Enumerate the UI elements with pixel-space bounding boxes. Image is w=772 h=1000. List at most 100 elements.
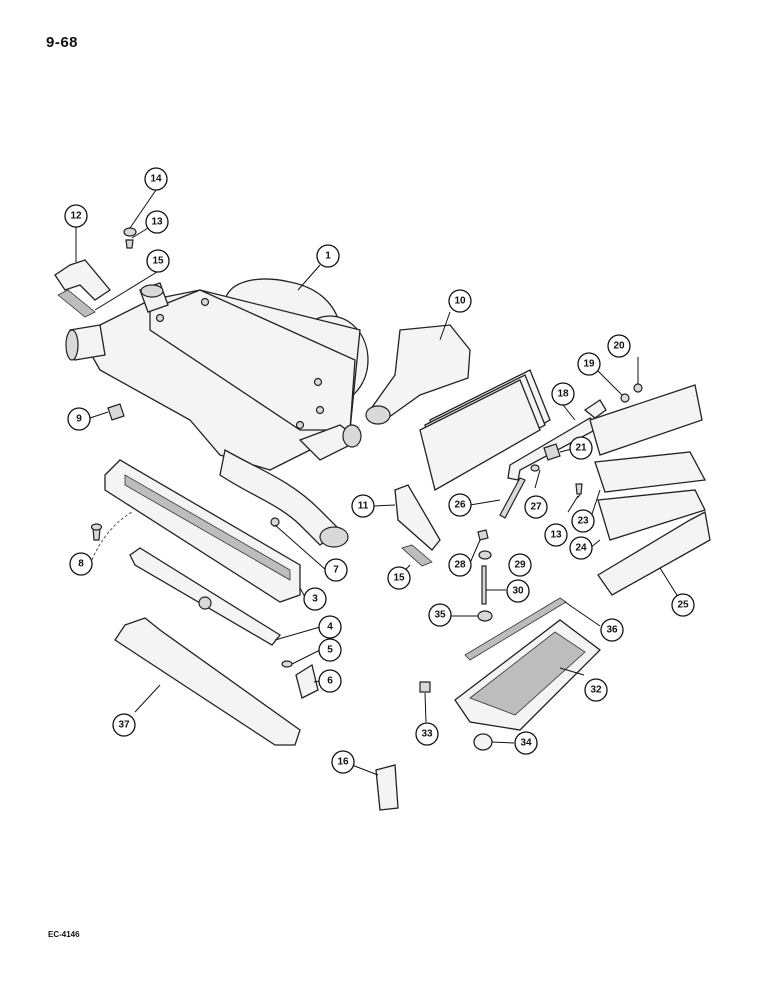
callout-37: 37 bbox=[112, 713, 136, 737]
svg-text:32: 32 bbox=[590, 685, 602, 696]
washer-part-5 bbox=[281, 660, 293, 668]
svg-text:3: 3 bbox=[312, 594, 318, 605]
duct-part-10 bbox=[369, 324, 471, 421]
panel-part-24 bbox=[597, 489, 706, 541]
callout-24: 24 bbox=[569, 536, 593, 560]
bolt-part-30 bbox=[481, 565, 487, 605]
callout-32: 32 bbox=[584, 678, 608, 702]
svg-text:30: 30 bbox=[512, 586, 524, 597]
callout-34: 34 bbox=[514, 731, 538, 755]
callout-27: 27 bbox=[524, 495, 548, 519]
callout-13-right: 13 bbox=[544, 523, 568, 547]
svg-text:18: 18 bbox=[557, 389, 569, 400]
svg-text:8: 8 bbox=[78, 559, 84, 570]
callout-5: 5 bbox=[318, 638, 342, 662]
svg-text:27: 27 bbox=[530, 502, 542, 513]
seal-part-36 bbox=[464, 597, 567, 661]
rod-part-26 bbox=[499, 477, 526, 519]
heater-housing-assembly bbox=[65, 278, 369, 548]
svg-text:28: 28 bbox=[454, 560, 466, 571]
callout-36: 36 bbox=[600, 618, 624, 642]
svg-text:4: 4 bbox=[327, 622, 333, 633]
svg-text:11: 11 bbox=[358, 501, 369, 512]
svg-text:26: 26 bbox=[454, 500, 466, 511]
screw-part-19 bbox=[620, 393, 630, 403]
nut-part-20 bbox=[633, 383, 643, 393]
svg-text:12: 12 bbox=[70, 211, 82, 222]
svg-text:13: 13 bbox=[550, 530, 562, 541]
strip-part-15-top bbox=[57, 289, 96, 318]
callout-12: 12 bbox=[64, 204, 88, 228]
vent-part-16 bbox=[375, 764, 399, 811]
callout-35: 35 bbox=[428, 603, 452, 627]
callout-19: 19 bbox=[577, 352, 601, 376]
svg-text:35: 35 bbox=[434, 610, 446, 621]
lower-housing-part-3 bbox=[104, 459, 301, 603]
callout-30: 30 bbox=[506, 579, 530, 603]
bracket-part-11 bbox=[394, 484, 441, 551]
svg-text:34: 34 bbox=[520, 738, 532, 749]
callout-1: 1 bbox=[316, 244, 340, 268]
reference-code: EC-4146 bbox=[48, 930, 80, 939]
svg-text:10: 10 bbox=[454, 296, 466, 307]
louvre-part-6 bbox=[295, 663, 319, 699]
callout-20: 20 bbox=[607, 334, 631, 358]
callout-8: 8 bbox=[69, 552, 93, 576]
heater-core bbox=[419, 369, 551, 491]
callout-7: 7 bbox=[324, 558, 348, 582]
svg-text:24: 24 bbox=[575, 543, 587, 554]
callout-3: 3 bbox=[303, 587, 327, 611]
callout-26: 26 bbox=[448, 493, 472, 517]
svg-text:29: 29 bbox=[514, 560, 526, 571]
callout-15-top: 15 bbox=[146, 249, 170, 273]
washer-part-35 bbox=[477, 610, 493, 622]
strip-part-15-lower bbox=[401, 544, 433, 567]
svg-text:21: 21 bbox=[575, 443, 587, 454]
washer-part-29 bbox=[478, 550, 492, 560]
svg-text:14: 14 bbox=[150, 174, 162, 185]
svg-text:23: 23 bbox=[577, 516, 589, 527]
block-part-21 bbox=[543, 443, 561, 461]
gasket-part-37 bbox=[114, 617, 301, 746]
callout-4: 4 bbox=[318, 615, 342, 639]
callout-23: 23 bbox=[571, 509, 595, 533]
callout-11: 11 bbox=[351, 494, 375, 518]
callout-16: 16 bbox=[331, 750, 355, 774]
svg-text:6: 6 bbox=[327, 676, 333, 687]
callout-28: 28 bbox=[448, 553, 472, 577]
callout-13-top: 13 bbox=[145, 210, 169, 234]
svg-text:9: 9 bbox=[76, 414, 82, 425]
svg-text:7: 7 bbox=[333, 565, 339, 576]
svg-text:19: 19 bbox=[583, 359, 595, 370]
svg-text:25: 25 bbox=[677, 600, 689, 611]
callout-9: 9 bbox=[67, 407, 91, 431]
callout-15-lower: 15 bbox=[387, 566, 411, 590]
callout-6: 6 bbox=[318, 669, 342, 693]
svg-text:16: 16 bbox=[337, 757, 349, 768]
bracket-part-12 bbox=[54, 259, 111, 301]
tray-part-32 bbox=[454, 619, 601, 731]
svg-text:15: 15 bbox=[152, 256, 164, 267]
callout-10: 10 bbox=[448, 289, 472, 313]
grommet-part-34 bbox=[473, 733, 493, 751]
leader-lines bbox=[75, 189, 681, 776]
nut-part-28 bbox=[477, 529, 489, 541]
svg-text:5: 5 bbox=[327, 645, 333, 656]
screw-part-13-right bbox=[575, 483, 583, 495]
svg-text:33: 33 bbox=[421, 729, 433, 740]
callout-21: 21 bbox=[569, 436, 593, 460]
panel-part-22 bbox=[589, 384, 703, 456]
screw-part-13-top bbox=[125, 239, 134, 249]
svg-text:15: 15 bbox=[393, 573, 405, 584]
callout-18: 18 bbox=[551, 382, 575, 406]
callout-14: 14 bbox=[144, 167, 168, 191]
tray-part-25 bbox=[597, 511, 711, 596]
filter-part-23 bbox=[594, 451, 707, 493]
callout-33: 33 bbox=[415, 722, 439, 746]
svg-text:13: 13 bbox=[151, 217, 163, 228]
page-number: 9-68 bbox=[46, 34, 79, 51]
callout-25: 25 bbox=[671, 593, 695, 617]
clip-part-33 bbox=[419, 681, 431, 693]
clip-part-14 bbox=[123, 227, 137, 237]
